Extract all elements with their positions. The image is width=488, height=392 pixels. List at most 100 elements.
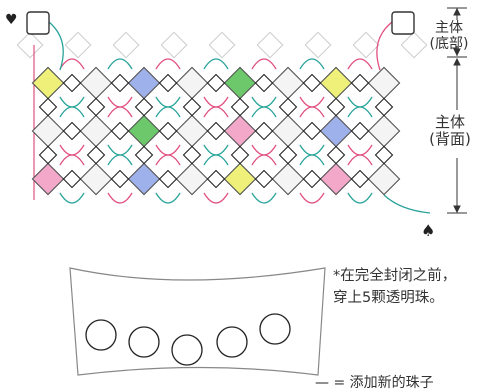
small-bead — [302, 121, 322, 141]
thread-arc — [107, 144, 133, 156]
clear-bead-3 — [171, 334, 203, 366]
thread-arc — [251, 154, 277, 166]
bead — [367, 162, 401, 196]
small-bead — [134, 97, 154, 117]
thread-arc — [203, 144, 229, 156]
thread-arc — [299, 192, 325, 204]
small-bead — [62, 169, 82, 189]
thread-arc — [299, 144, 325, 156]
faded-bead — [208, 31, 236, 59]
instruction-note: *在完全封闭之前， 穿上5颗透明珠。 — [333, 266, 483, 310]
small-bead — [230, 97, 250, 117]
small-bead — [158, 121, 178, 141]
small-bead — [350, 121, 370, 141]
bead — [223, 114, 257, 148]
thread-arc — [347, 58, 373, 70]
small-bead — [326, 145, 346, 165]
thread-arc — [203, 192, 229, 204]
thread-paths — [33, 21, 431, 214]
dimension-bracket — [447, 7, 467, 214]
small-bead — [110, 169, 130, 189]
small-bead — [182, 97, 202, 117]
thread-arc — [107, 154, 133, 166]
bead — [175, 114, 209, 148]
small-bead — [230, 145, 250, 165]
small-bead — [206, 121, 226, 141]
thread-arc — [251, 58, 277, 70]
legend-dash: — — [315, 375, 329, 391]
start-square-bead — [26, 11, 50, 35]
bead — [367, 114, 401, 148]
thread-arc — [299, 106, 325, 118]
faded-bead-grid — [16, 31, 428, 59]
thread-arc — [155, 58, 181, 70]
thread-arc — [155, 192, 181, 204]
faded-bead — [112, 31, 140, 59]
label-main-body-back: 主体 (背面) — [420, 113, 480, 149]
thread-arc — [59, 96, 85, 108]
thread-arc — [203, 106, 229, 118]
heart-icon: ♥ — [5, 12, 18, 28]
bead — [319, 114, 353, 148]
thread-arc — [347, 144, 373, 156]
faded-bead — [16, 31, 44, 59]
faded-bead — [304, 31, 332, 59]
small-bead — [254, 121, 274, 141]
thread-arc — [155, 154, 181, 166]
thread-arc — [251, 106, 277, 118]
bead — [127, 162, 161, 196]
thread-arc — [251, 96, 277, 108]
legend: — = 添加新的珠子 — [315, 372, 434, 392]
clear-bead-4 — [216, 326, 248, 358]
clear-bead-1 — [85, 319, 117, 351]
thread-arc — [203, 154, 229, 166]
bead — [79, 66, 113, 100]
bead — [223, 66, 257, 100]
thread-exit — [383, 194, 431, 214]
small-bead — [278, 97, 298, 117]
faded-bead — [400, 31, 428, 59]
small-bead — [62, 73, 82, 93]
bead — [319, 66, 353, 100]
small-bead — [110, 121, 130, 141]
bead — [175, 162, 209, 196]
small-bead — [158, 73, 178, 93]
legend-text: = 添加新的珠子 — [329, 375, 434, 391]
label-main-body-text: 主体 — [435, 20, 463, 36]
thread-arc — [155, 106, 181, 118]
label-main-body-bottom: 主体 (底部) — [422, 20, 476, 52]
thread-arc — [203, 96, 229, 108]
thread-arc — [107, 96, 133, 108]
thread-arc — [251, 144, 277, 156]
thread-arc — [203, 58, 229, 70]
bead — [31, 66, 65, 100]
bead — [319, 162, 353, 196]
bead — [223, 162, 257, 196]
small-bead — [158, 169, 178, 189]
thread-arc — [107, 58, 133, 70]
small-bead — [350, 73, 370, 93]
small-bead — [374, 97, 394, 117]
small-bead — [38, 145, 58, 165]
thread-arc — [107, 106, 133, 118]
small-bead — [110, 73, 130, 93]
bead — [175, 66, 209, 100]
bead — [127, 66, 161, 100]
small-bead — [62, 121, 82, 141]
small-bead — [326, 97, 346, 117]
thread-arc — [59, 192, 85, 204]
bead — [127, 114, 161, 148]
bead — [79, 114, 113, 148]
bead — [367, 66, 401, 100]
label-main-body-text-2: 主体 — [434, 113, 465, 131]
note-line-1: *在完全封闭之前， — [333, 268, 457, 284]
faded-bead — [256, 31, 284, 59]
small-bead — [302, 73, 322, 93]
thread-arc — [299, 96, 325, 108]
thread-start — [48, 21, 64, 71]
thread-arc — [347, 106, 373, 118]
bead-grid — [31, 66, 401, 196]
small-bead — [254, 73, 274, 93]
thread-arc — [155, 144, 181, 156]
bead — [271, 114, 305, 148]
